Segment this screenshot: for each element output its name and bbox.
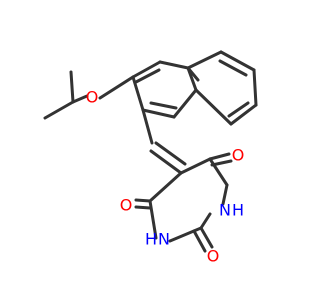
bond: [149, 149, 183, 175]
bond: [149, 101, 178, 110]
oxygen-atom-left: O: [120, 196, 133, 215]
bond: [131, 75, 145, 112]
nitrogen-atom-bottom: N: [158, 230, 170, 249]
bond: [229, 103, 258, 126]
bond: [194, 88, 233, 126]
bond: [208, 152, 231, 161]
bond: [227, 101, 250, 118]
bond: [134, 205, 152, 210]
bond: [158, 60, 190, 70]
bond: [168, 226, 203, 243]
bond: [252, 68, 258, 107]
bond: [131, 60, 162, 79]
oxygen-atom-top: O: [232, 146, 245, 165]
bond: [134, 198, 152, 203]
molecule-canvas: O O O O H N H N: [43, 50, 258, 266]
nitrogen-hydrogen-bottom: H: [145, 230, 157, 249]
bond: [199, 212, 212, 230]
bond: [199, 226, 214, 249]
bond: [219, 50, 256, 72]
bond: [154, 141, 187, 166]
bond: [141, 108, 154, 145]
bond: [43, 100, 75, 120]
bond: [192, 229, 207, 253]
bond: [186, 66, 200, 82]
bond: [98, 75, 135, 100]
bond: [218, 59, 248, 77]
bond: [141, 108, 176, 119]
nitrogen-hydrogen-right: H: [232, 201, 244, 220]
bond: [221, 183, 229, 206]
oxygen-atom-ether: O: [86, 88, 99, 107]
bond: [134, 68, 161, 84]
bond: [69, 70, 75, 104]
bond: [186, 50, 223, 70]
bond: [179, 157, 212, 175]
bond: [148, 171, 183, 203]
bond: [71, 94, 89, 104]
bond: [210, 159, 233, 167]
bond: [172, 88, 198, 119]
oxygen-atom-bottom: O: [207, 247, 220, 266]
molecule-structure: O O O O H N H N: [43, 50, 258, 266]
nitrogen-atom-right: N: [219, 201, 231, 220]
